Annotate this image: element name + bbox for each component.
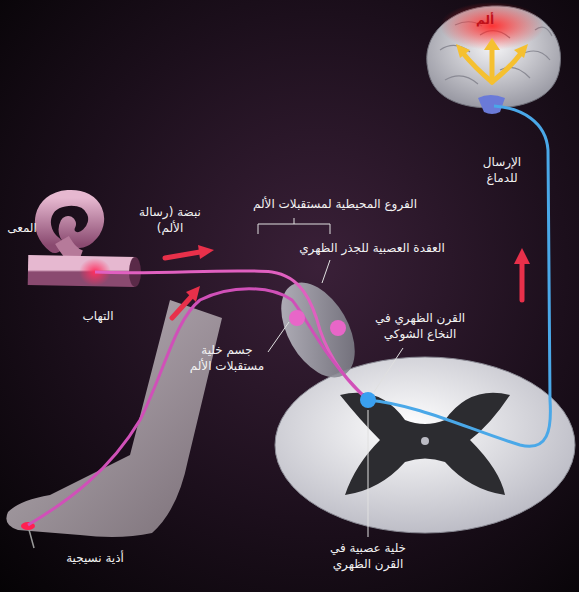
leader-line [258,218,403,537]
red-arrow [165,245,530,318]
part-label: جسم خلية مستقبلات الألم [184,342,270,374]
part-label: المعى [2,220,42,236]
pain-word: ألم [463,12,507,28]
part-label: العقدة العصبية للجذر الظهري [278,240,466,256]
part-label: أذية نسيجية [46,550,144,566]
ganglion [266,270,370,390]
leg-foot [6,300,222,548]
brain [427,2,561,114]
part-label: القرن الظهري في النخاع الشوكي [372,310,468,342]
pain-fibre [28,289,366,525]
part-label: نبضة (رسالة الألم) [128,204,212,236]
cell-body [330,320,346,336]
dorsal-horn-neuron [360,392,376,408]
part-label: الفروع المحيطية لمستقبلات الألم [240,196,430,212]
part-label: الإرسال للدماغ [466,154,538,186]
part-label: التهاب [66,308,130,324]
ascending-tract [368,106,550,446]
cell-body [289,310,305,326]
part-label: خلية عصبية في القرن الظهري [316,540,420,572]
